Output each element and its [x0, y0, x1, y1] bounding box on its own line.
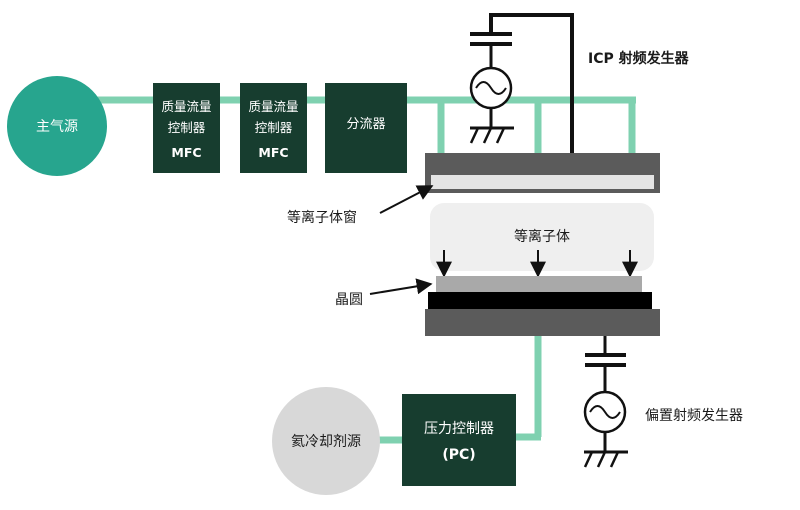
pressure-controller-line1: 压力控制器: [424, 421, 494, 437]
mfc-2: 质量流量 控制器 MFC: [240, 83, 307, 173]
icp-generator-label: ICP 射频发生器: [588, 50, 690, 67]
mfc-2-line3: MFC: [258, 145, 288, 160]
icp-ground-tick-2: [482, 127, 493, 144]
bias-sine-icon: [589, 405, 621, 419]
bias-rf-circuit: [583, 336, 628, 468]
splitter-label: 分流器: [346, 117, 385, 132]
icp-wire-top: [489, 13, 574, 153]
plasma-label: 等离子体: [514, 228, 570, 245]
plasma-window-label: 等离子体窗: [287, 209, 357, 226]
bias-ground-tick-2: [596, 451, 607, 468]
icp-ground-tick-1: [469, 127, 480, 144]
main-gas-source-circle: [7, 76, 107, 176]
splitter-box: [325, 83, 407, 173]
wafer: [436, 276, 642, 292]
coolant-source: 氦冷却剂源: [272, 387, 380, 495]
plasma-window-plate: [431, 175, 654, 189]
plasma-region: [430, 203, 654, 271]
pressure-controller-line2: (PC): [442, 447, 475, 463]
splitter: 分流器: [325, 83, 407, 173]
wafer-label: 晶圆: [335, 292, 363, 308]
mfc-1-line3: MFC: [171, 145, 201, 160]
pressure-controller-box: [402, 394, 516, 486]
icp-sine-icon: [475, 81, 507, 95]
mfc-1-line2: 控制器: [168, 120, 206, 135]
pressure-controller: 压力控制器 (PC): [402, 394, 516, 486]
mfc-1-line1: 质量流量: [161, 99, 211, 114]
icp-rf-circuit: [469, 13, 574, 153]
bias-ground-tick-3: [609, 451, 620, 468]
chamber-base-plate: [425, 309, 660, 336]
wafer-pointer: [369, 278, 433, 295]
mfc-2-line2: 控制器: [255, 120, 293, 135]
main-gas-source-label: 主气源: [36, 119, 78, 135]
coolant-source-label: 氦冷却剂源: [291, 434, 361, 450]
mfc-1: 质量流量 控制器 MFC: [153, 83, 220, 173]
plasma-window-pointer: [379, 185, 434, 214]
bias-ground-tick-1: [583, 451, 594, 468]
icp-ground-tick-3: [495, 127, 506, 144]
mfc-2-line1: 质量流量: [248, 99, 298, 114]
process-chamber: 等离子体: [425, 153, 660, 336]
mfc-1-box: [153, 83, 220, 173]
main-gas-source: 主气源: [7, 76, 107, 176]
mfc-2-box: [240, 83, 307, 173]
coolant-source-circle: [272, 387, 380, 495]
electrostatic-chuck: [428, 292, 652, 309]
bias-generator-label: 偏置射频发生器: [645, 408, 743, 424]
